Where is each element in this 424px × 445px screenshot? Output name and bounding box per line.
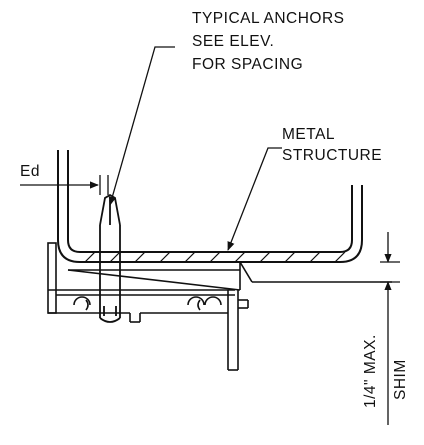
ed-dimension [20, 175, 109, 195]
metal-structure-label-line-1: METAL [282, 126, 336, 143]
metal-structure-label-line-2: STRUCTURE [282, 147, 383, 164]
anchors-label-line-2: SEE ELEV. [192, 33, 275, 50]
metal-structure-leader [227, 147, 282, 251]
leader-lines [108, 46, 282, 251]
shim-max-label: 1/4" MAX. [362, 334, 379, 408]
frame-section [47, 242, 392, 371]
anchors-label-line-3: FOR SPACING [192, 56, 304, 73]
anchor-bolt [99, 193, 121, 323]
anchors-leader [108, 46, 175, 206]
ed-label: Ed [20, 163, 40, 180]
anchors-label-line-1: TYPICAL ANCHORS [192, 10, 345, 27]
shim-dimension [380, 232, 400, 425]
shim-label: SHIM [392, 359, 409, 400]
channel-hatching [84, 251, 346, 263]
